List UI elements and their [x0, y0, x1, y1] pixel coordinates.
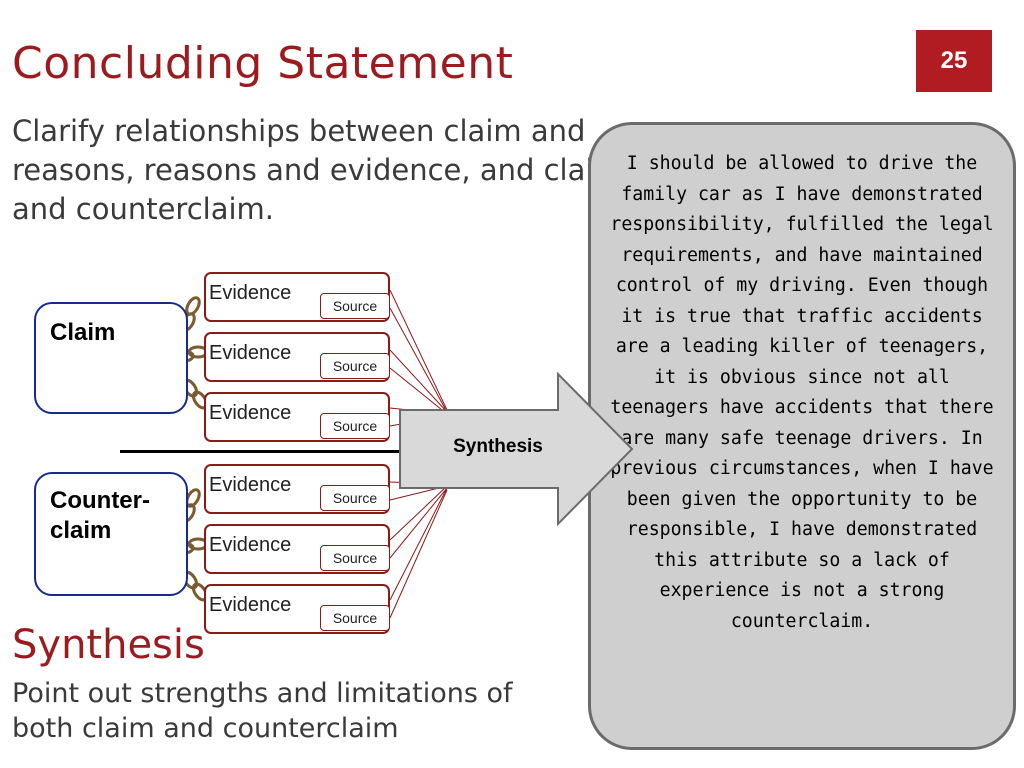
example-paragraph-callout: I should be allowed to drive the family … [588, 122, 1016, 750]
evidence-box: Evidence Source [204, 332, 390, 382]
counterclaim-label: Counter- claim [50, 486, 150, 546]
counterclaim-label-line2: claim [50, 517, 112, 544]
evidence-box: Evidence Source [204, 584, 390, 634]
claim-node: Claim [34, 302, 188, 414]
evidence-box: Evidence Source [204, 272, 390, 322]
evidence-box: Evidence Source [204, 392, 390, 442]
evidence-label: Evidence [209, 474, 292, 496]
example-paragraph-text: I should be allowed to drive the family … [610, 153, 994, 632]
claim-label: Claim [50, 319, 116, 346]
counterclaim-node: Counter- claim [34, 472, 188, 596]
evidence-box: Evidence Source [204, 464, 390, 514]
claim-counterclaim-divider [120, 450, 410, 453]
evidence-label: Evidence [209, 534, 292, 556]
source-box: Source [320, 413, 390, 439]
source-box: Source [320, 353, 390, 379]
counterclaim-label-line1: Counter- [50, 487, 150, 514]
evidence-label: Evidence [209, 594, 292, 616]
evidence-label: Evidence [209, 342, 292, 364]
synthesis-heading: Synthesis [12, 622, 205, 668]
slide-title: Concluding Statement [12, 38, 514, 89]
evidence-box: Evidence Source [204, 524, 390, 574]
source-box: Source [320, 485, 390, 511]
synthesis-description: Point out strengths and limitations of b… [12, 678, 513, 744]
synthesis-arrow-label: Synthesis [453, 436, 543, 457]
evidence-label: Evidence [209, 402, 292, 424]
slide-subtitle: Clarify relationships between claim and … [12, 114, 622, 226]
source-box: Source [320, 605, 390, 631]
source-box: Source [320, 545, 390, 571]
source-box: Source [320, 293, 390, 319]
evidence-label: Evidence [209, 282, 292, 304]
page-number-badge: 25 [916, 30, 992, 92]
